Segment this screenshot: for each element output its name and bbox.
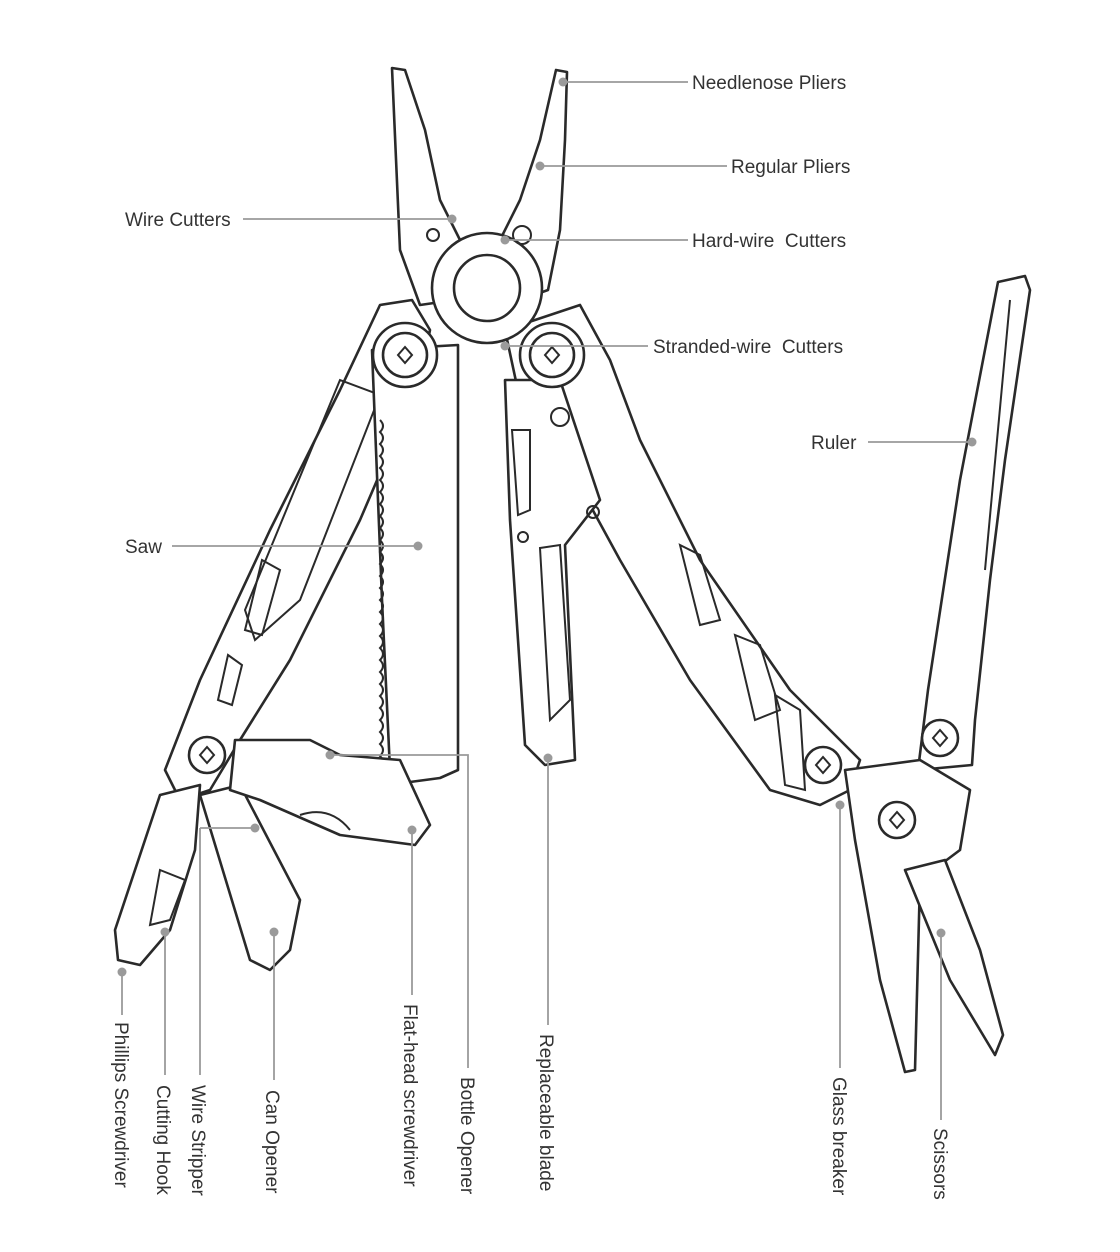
label-regular-pliers: Regular Pliers [731,157,850,178]
label-needlenose-pliers: Needlenose Pliers [692,73,846,94]
label-cutting-hook: Cutting Hook [152,1085,173,1195]
label-wire-cutters: Wire Cutters [125,210,231,231]
label-saw: Saw [125,537,162,558]
label-flat-head-screwdriver: Flat-head screwdriver [399,1004,420,1187]
saw [370,343,460,784]
pliers [371,66,586,389]
replaceable-blade [503,378,602,767]
label-phillips-screwdriver: Phillips Screwdriver [110,1022,131,1188]
label-glass-breaker: Glass breaker [828,1077,849,1196]
label-scissors: Scissors [929,1128,950,1200]
label-bottle-opener: Bottle Opener [456,1077,477,1195]
scissors [843,758,1005,1074]
label-stranded-wire-cutters: Stranded-wire Cutters [653,337,843,358]
leader-lines [117,77,977,1120]
labels: Needlenose Pliers Regular Pliers Wire Cu… [110,73,950,1200]
label-replaceable-blade: Replaceable blade [535,1034,556,1191]
small-tools [113,738,432,972]
label-can-opener: Can Opener [261,1090,282,1194]
label-ruler: Ruler [811,433,857,454]
right-handle [503,303,862,807]
label-hard-wire-cutters: Hard-wire Cutters [692,231,846,252]
ruler [916,274,1032,772]
label-wire-stripper: Wire Stripper [187,1085,208,1197]
